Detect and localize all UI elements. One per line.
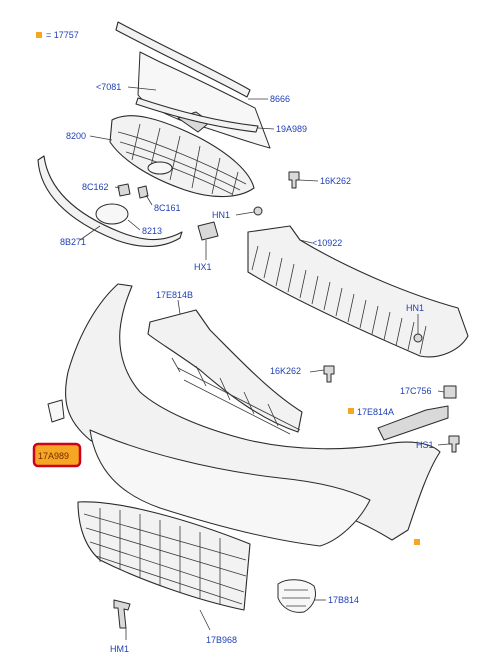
marker-bumper-cover (414, 539, 420, 545)
part-8B271-trim-strip (37, 155, 183, 247)
label-17C756: 17C756 (400, 386, 432, 396)
label-17B968: 17B968 (206, 635, 237, 645)
part-HM1-screw (113, 599, 131, 629)
label-8213: 8213 (142, 226, 162, 236)
label-17B814: 17B814 (328, 595, 359, 605)
part-17B968-lower-grille (77, 501, 251, 611)
part-HX1-bracket (197, 221, 219, 241)
part-8213-emblem (95, 203, 129, 225)
part-17E814A-bracket (377, 405, 449, 441)
part-17A989-tow-cover (47, 399, 65, 423)
part-bumper-cover (65, 283, 441, 541)
highlight-17A989 (32, 442, 82, 468)
part-17E814B-mesh (171, 357, 301, 435)
label-HN1-top: HN1 (212, 210, 230, 220)
part-17E814B-lower-bracket (147, 309, 303, 433)
part-8C161-clip (137, 185, 149, 199)
part-HS1-screw (448, 435, 460, 453)
part-10922-ribs (251, 245, 427, 355)
legend-marker-square (36, 32, 42, 38)
legend-marker-label: = 17757 (46, 30, 79, 40)
part-10922-bumper-reinforcement (247, 225, 469, 358)
label-HS1: HS1 (416, 440, 434, 450)
part-8666-moulding-strip (115, 21, 251, 98)
part-17B968-mesh (83, 508, 247, 605)
part-19A989-strip (135, 97, 259, 133)
label-16K262-top: 16K262 (320, 176, 351, 186)
label-17E814B: 17E814B (156, 290, 193, 300)
label-16K262-mid: 16K262 (270, 366, 301, 376)
label-17A989: 17A989 (38, 451, 69, 461)
label-8C162: 8C162 (82, 182, 109, 192)
label-8666: 8666 (270, 94, 290, 104)
part-8200-radiator-grille (109, 115, 255, 198)
label-17E814A: 17E814A (357, 407, 394, 417)
part-HN1-nut-top (253, 206, 263, 216)
label-HM1: HM1 (110, 644, 129, 654)
label-8C161: 8C161 (154, 203, 181, 213)
label-10922: <10922 (312, 238, 342, 248)
label-8B271: 8B271 (60, 237, 86, 247)
marker-17E814A (348, 408, 354, 414)
part-16K262-screw-top (288, 171, 300, 189)
part-bumper-lower-opening (89, 429, 371, 547)
label-HX1: HX1 (194, 262, 212, 272)
label-19A989: 19A989 (276, 124, 307, 134)
grille-emblem (147, 161, 173, 175)
part-8C162-clip (117, 183, 131, 197)
label-7081: <7081 (96, 82, 121, 92)
part-17B814-foglamp-cover (277, 579, 317, 613)
part-HN1-nut-right (413, 333, 423, 343)
label-HN1-right: HN1 (406, 303, 424, 313)
part-17B814-louvres (282, 589, 310, 607)
part-16K262-screw-mid (323, 365, 335, 383)
part-17C756-clip (443, 385, 457, 399)
label-8200: 8200 (66, 131, 86, 141)
part-8200-grille-mesh (117, 123, 247, 197)
leader-lines (79, 86, 450, 640)
